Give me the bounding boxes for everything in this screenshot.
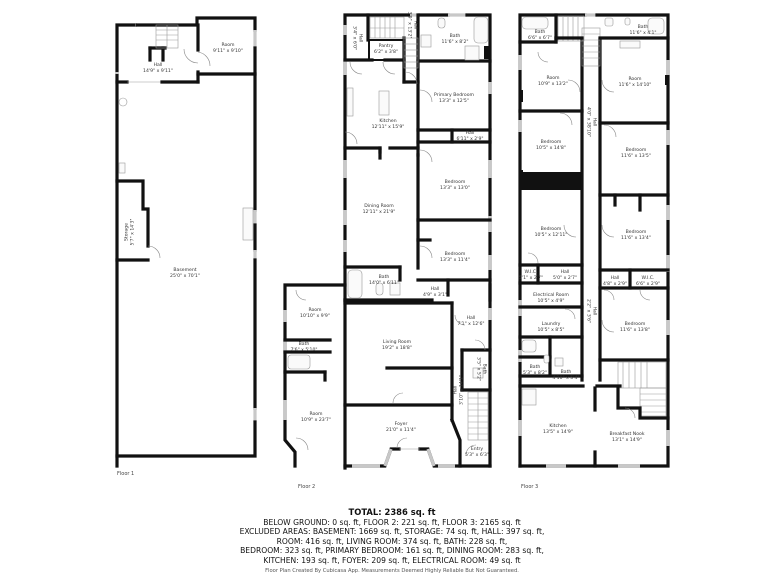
summary-line: ROOM: 416 sq. ft, LIVING ROOM: 374 sq. f… [276,536,508,546]
summary-line: BEDROOM: 323 sq. ft, PRIMARY BEDROOM: 16… [240,546,544,556]
area-summary: TOTAL: 2386 sq. ft BELOW GROUND: 0 sq. f… [0,507,784,566]
floor-3-label: Floor 3 [521,484,539,490]
summary-line: BELOW GROUND: 0 sq. ft, FLOOR 2: 221 sq.… [263,517,521,527]
floor-2-label: Floor 2 [298,484,316,490]
floor-2-plan [283,13,492,470]
summary-line: EXCLUDED AREAS: BASEMENT: 1669 sq. ft, S… [239,527,545,537]
total-area: TOTAL: 2386 sq. ft [348,507,436,517]
room-label-wic: W.I.C.6'6" x 2'9" [635,276,661,287]
credit-note: Floor Plan Created By Cubicasa App. Meas… [265,568,519,574]
floor-3-plan [518,13,670,468]
summary-line: KITCHEN: 193 sq. ft, FOYER: 209 sq. ft, … [263,555,521,565]
floor-1-label: Floor 1 [117,471,135,477]
room-label-wic: W.I.C.5'1" x 2'7" [518,270,544,281]
floor-1-plan [115,16,257,468]
